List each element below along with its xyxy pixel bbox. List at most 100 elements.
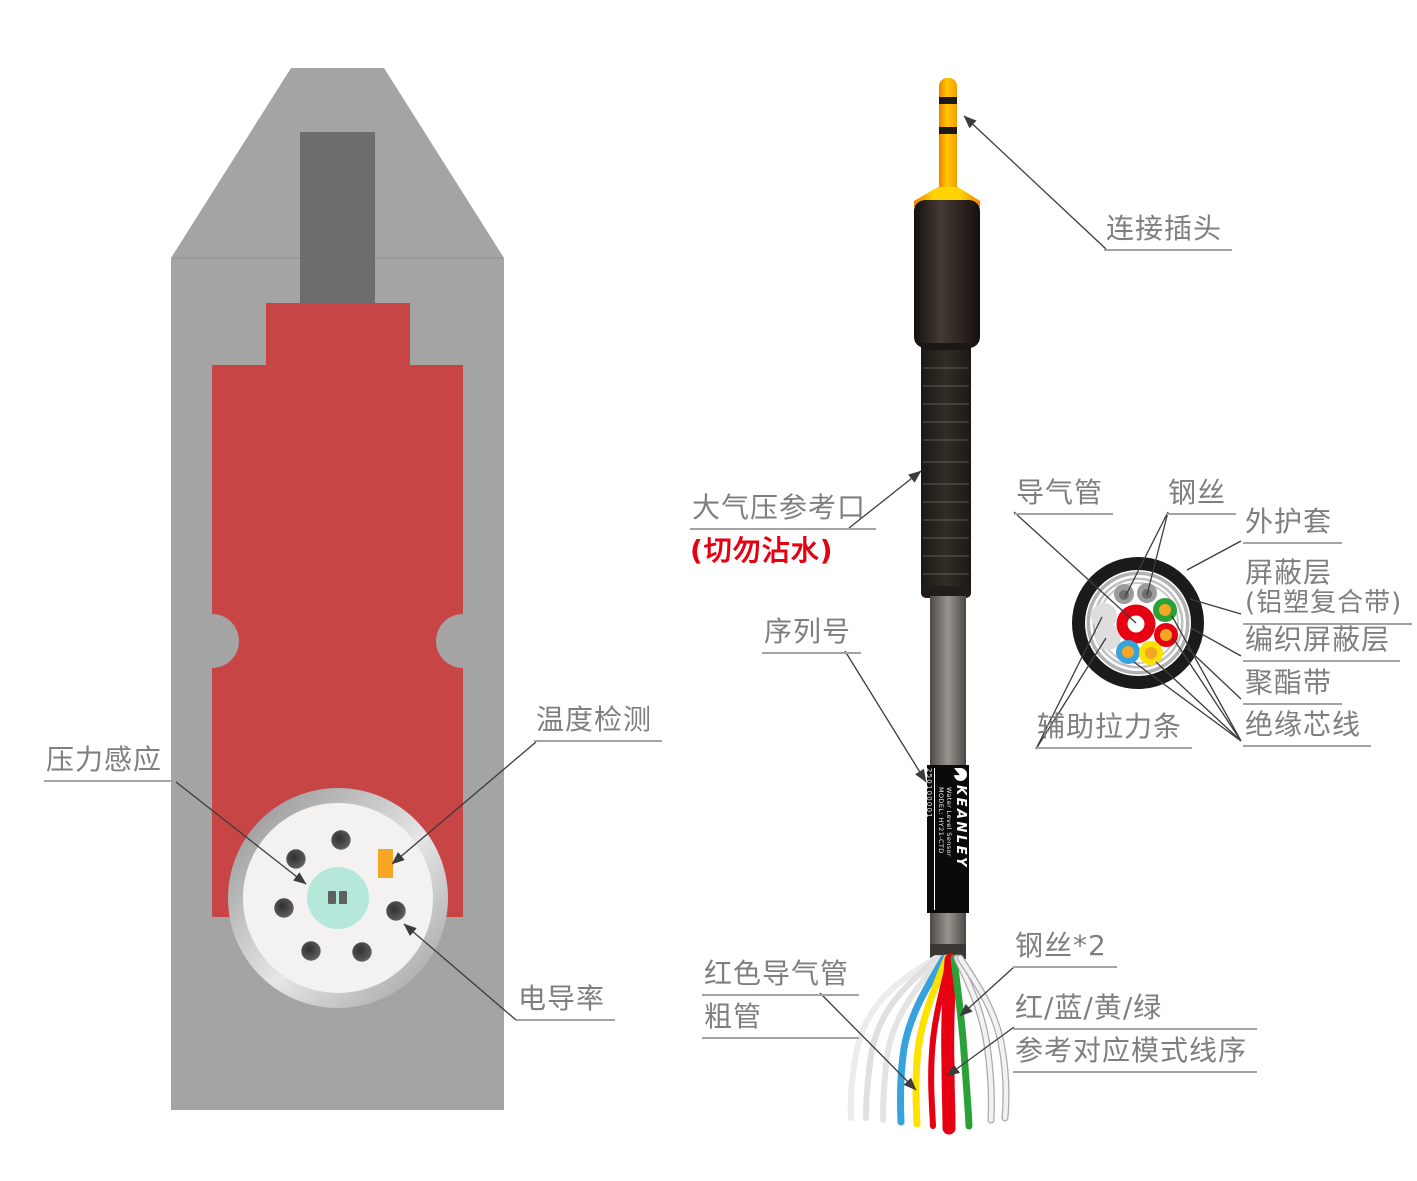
label-insulated-cores: 绝缘芯线 [1243,708,1372,748]
leader-lines [175,115,1242,1091]
label-shield-line2: (铝塑复合带) [1243,588,1413,626]
leader-pressure [175,781,307,885]
blue-core-conductor [1122,646,1134,658]
label-air-tube-text: 导气管 [1014,476,1114,516]
label-shield-line1: 屏蔽层 [1245,556,1333,589]
leader-outer-sheath [1186,540,1242,571]
leader-plug [963,115,1107,250]
leader-core [1172,637,1242,742]
label-vent-text: 大气压参考口 [690,491,877,531]
tension-strip [1095,624,1121,650]
label-tension-strips-text: 辅助拉力条 [1035,710,1193,750]
sensor-hole [301,941,321,961]
leader-tension [1035,616,1103,750]
plug-tip-band [939,127,957,134]
leader-temperature [391,741,537,865]
leader-shield [1189,598,1242,615]
sensor-hole [331,830,351,850]
label-wire-colors: 红/蓝/黄/绿 参考对应模式线序 [1013,991,1258,1074]
steel-wire-core [1119,590,1129,600]
leader-steel-wire [1124,511,1169,598]
green-core-conductor [1159,604,1171,616]
label-plug-text: 连接插头 [1104,212,1233,252]
label-steel-wire: 钢丝 [1166,476,1237,516]
label-red-tube-line1: 红色导气管 [702,957,860,997]
label-temperature-text: 温度检测 [534,703,663,743]
pressure-sensor-pad [339,891,347,904]
leader-wire-colors [946,1026,1015,1077]
cable-illustration [847,78,1010,1135]
red-core-conductor [1160,629,1172,641]
label-pressure-text: 压力感应 [44,743,173,783]
label-conductivity: 电导率 [516,982,616,1022]
label-braided-shield: 编织屏蔽层 [1243,623,1401,663]
label-serial: 序列号 [762,615,862,655]
probe-inner-red [212,303,463,917]
leader-core [1171,615,1242,742]
blue-wire [896,954,948,1126]
label-plug: 连接插头 [1104,212,1233,252]
tag-brand-text: KEANLEY [953,785,968,869]
tag-serial-number: 250100001 [925,768,935,910]
cable-cross-section [1072,557,1204,689]
leader-steel-wire [1146,511,1169,596]
brand-logo-icon [954,768,967,781]
label-conductivity-text: 电导率 [516,982,616,1022]
label-steel-x2-text: 钢丝*2 [1013,929,1117,969]
sensor-hole [286,849,306,869]
leader-steel-x2 [959,966,1015,1017]
conductivity-hole [386,901,406,921]
leader-air-tube [1013,511,1137,624]
leader-tension [1035,637,1107,750]
probe-slot [300,132,375,303]
probe-notch-right [436,614,490,668]
probe-notch-left [185,614,239,668]
label-shield: 屏蔽层 (铝塑复合带) [1243,556,1413,626]
label-vent: 大气压参考口 (切勿沾水) [690,491,877,567]
label-red-tube-line2: 粗管 [702,1001,860,1040]
plug-neck [921,343,971,353]
label-steel-x2: 钢丝*2 [1013,929,1117,969]
vent-section-lip [921,586,971,598]
label-insulated-cores-text: 绝缘芯线 [1243,708,1372,748]
label-temperature: 温度检测 [534,703,663,743]
plug-tip [939,78,957,195]
pressure-sensor-pad [328,891,336,904]
tag-product-text: Water Level Sensor [945,787,953,857]
tension-strip [1091,603,1117,629]
spare-wire [880,955,944,1123]
plug-barrel [914,200,980,348]
leader-braided-shield [1190,627,1242,657]
red-air-tube-thick [941,953,958,1135]
steel-wire [957,955,1009,1121]
plug-tip-band [939,97,957,104]
label-outer-sheath-text: 外护套 [1243,505,1343,545]
sensor-hole [274,898,294,918]
tag-brand-row: KEANLEY [953,768,968,910]
leader-vent [848,470,922,529]
label-wire-colors-line1: 红/蓝/黄/绿 [1013,991,1258,1031]
spare-wire [847,955,939,1121]
leader-red-tube [819,992,917,1091]
wire-breakout [847,953,1010,1135]
probe-illustration [171,68,504,1110]
label-outer-sheath: 外护套 [1243,505,1343,545]
tag-model-text: MODEL: HY21-CTD [937,787,945,854]
label-red-tube: 红色导气管 粗管 [702,957,860,1040]
label-steel-wire-text: 钢丝 [1166,476,1237,516]
label-braided-shield-text: 编织屏蔽层 [1243,623,1401,663]
label-wire-colors-line2: 参考对应模式线序 [1013,1035,1258,1074]
green-wire [950,954,973,1130]
yellow-core-conductor [1145,647,1157,659]
label-polyester: 聚酯带 [1243,666,1343,706]
label-air-tube: 导气管 [1014,476,1114,516]
pressure-sensor-disc [307,867,369,929]
leader-core [1133,661,1242,742]
spare-wire [863,955,941,1121]
sensor-hole [352,942,372,962]
yellow-wire [912,954,951,1128]
cable-product-tag: KEANLEY Water Level Sensor MODEL: HY21-C… [925,765,969,913]
leader-conductivity [403,923,517,1021]
